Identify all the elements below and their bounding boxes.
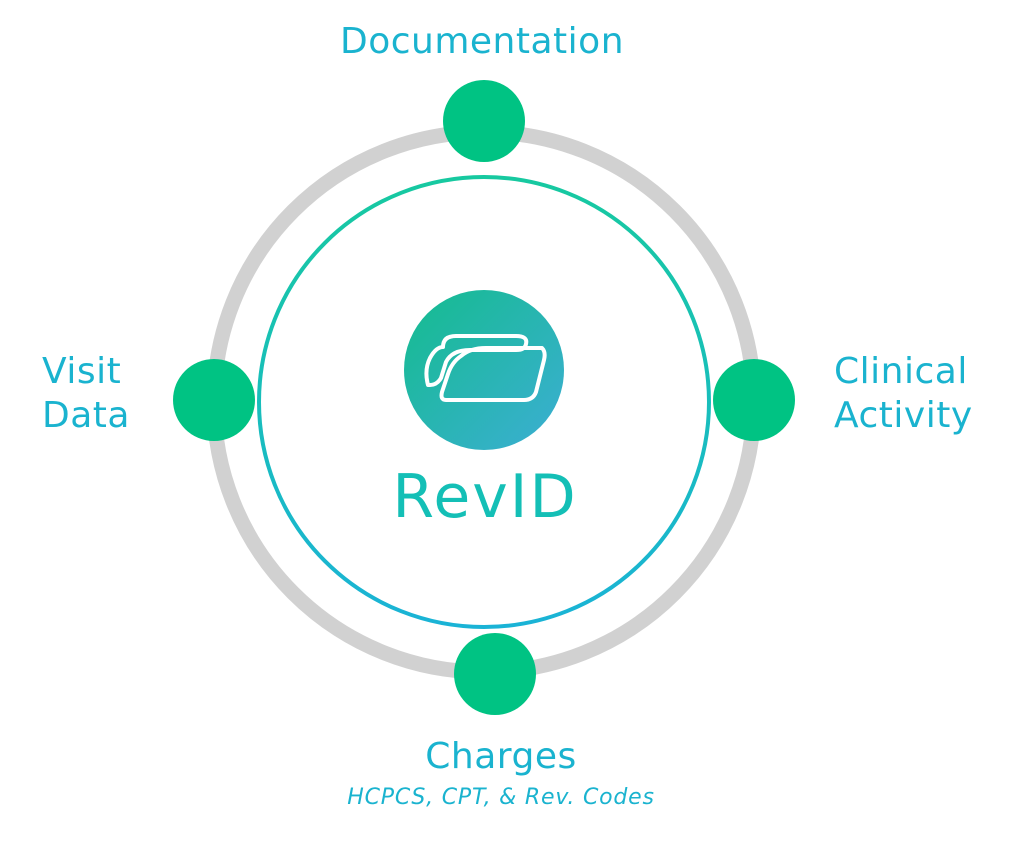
clinical-activity-label-line2: Activity — [834, 395, 973, 436]
documentation-label: Documentation — [339, 21, 625, 62]
node-clinical-activity — [713, 359, 795, 441]
inner-ring — [257, 175, 711, 629]
node-visit-data — [173, 359, 255, 441]
visit-data-label: Visit Data — [42, 350, 130, 438]
clinical-activity-label-line1: Clinical — [834, 351, 968, 392]
brand-name: RevID — [392, 462, 578, 532]
node-documentation — [443, 80, 525, 162]
charges-sublabel: HCPCS, CPT, & Rev. Codes — [347, 785, 655, 810]
node-charges — [454, 633, 536, 715]
visit-data-label-line1: Visit — [42, 351, 122, 392]
revid-logo-icon — [404, 290, 564, 450]
charges-label: Charges — [425, 736, 577, 777]
clinical-activity-label: Clinical Activity — [834, 350, 973, 438]
visit-data-label-line2: Data — [42, 395, 130, 436]
